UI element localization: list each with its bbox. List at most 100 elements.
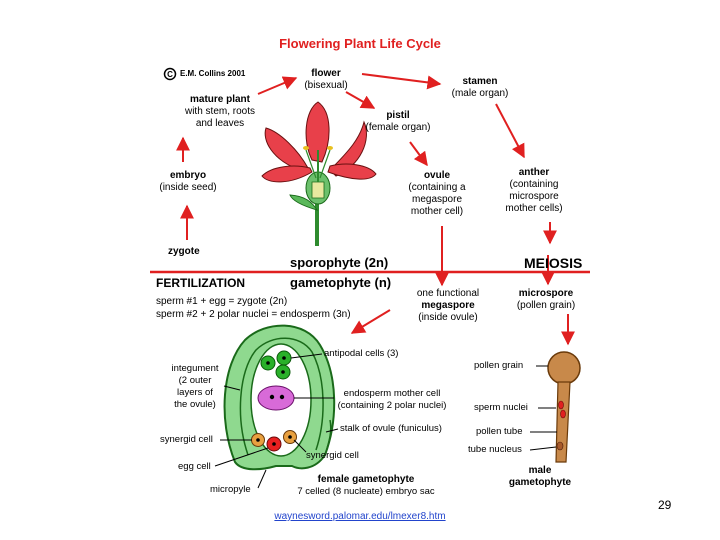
- pistil-detail: (female organ): [365, 122, 431, 133]
- anther-line2: (containing: [509, 179, 559, 190]
- arrow-megaspore-to-female: [350, 309, 391, 334]
- petal-back-left: [264, 127, 309, 171]
- pollen-tube-shape: [555, 381, 571, 463]
- label-antipodal: antipodal cells (3): [324, 348, 399, 359]
- ovule-line2: (containing a: [408, 182, 466, 193]
- pistil-label: pistil: [386, 110, 410, 121]
- leaf-left: [289, 194, 319, 211]
- sporophyte-label: sporophyte (2n): [290, 255, 389, 270]
- arrow-mature-to-flower: [257, 76, 298, 95]
- stamen-label: stamen: [462, 76, 498, 87]
- petal-front-left: [261, 165, 313, 183]
- node-stamen: stamen (male organ): [440, 76, 520, 100]
- endosperm-mother-cell: [257, 385, 295, 411]
- label-synergid-left: synergid cell: [160, 434, 213, 445]
- meiosis-label: MEIOSIS: [524, 255, 583, 271]
- sperm-nucleus: [558, 400, 564, 410]
- petal-top: [305, 101, 330, 163]
- label-pollen-tube: pollen tube: [476, 426, 523, 437]
- ovule-label: ovule: [423, 170, 451, 181]
- stamen-detail: (male organ): [451, 88, 509, 99]
- male-gametophyte-illustration: [547, 351, 581, 463]
- anther-line4: mother cells): [505, 203, 563, 214]
- label-integument: integument (2 outer layers of the ovule): [160, 363, 230, 411]
- female-gametophyte-caption: female gametophyte 7 celled (8 nucleate)…: [268, 474, 464, 498]
- anther-label: anther: [518, 167, 550, 178]
- petal-front-right: [327, 163, 377, 180]
- stamen-filament: [305, 149, 317, 179]
- integument-line4: the ovule): [174, 399, 216, 410]
- arrow-pistil-to-ovule: [409, 141, 428, 167]
- nucleus: [256, 438, 260, 442]
- nucleus: [282, 356, 286, 360]
- node-zygote: zygote: [168, 246, 200, 257]
- integument-line3: layers of: [177, 387, 213, 398]
- copyright-text: E.M. Collins 2001: [180, 69, 246, 78]
- female-gametophyte-title: female gametophyte: [317, 474, 415, 485]
- fertilization-equation-2: sperm #2 + 2 polar nuclei = endosperm (3…: [156, 309, 351, 320]
- male-gametophyte-title-1: male: [528, 465, 552, 476]
- megaspore-label: megaspore: [421, 300, 475, 311]
- source-link[interactable]: waynesword.palomar.edu/lmexer8.htm: [274, 511, 446, 522]
- funiculus: [324, 419, 332, 456]
- label-synergid-right: synergid cell: [306, 450, 359, 461]
- page-title: Flowering Plant Life Cycle: [279, 36, 441, 51]
- label-egg: egg cell: [178, 461, 211, 472]
- fertilization-label: FERTILIZATION: [156, 276, 246, 290]
- node-anther: anther (containing microspore mother cel…: [494, 167, 574, 215]
- anther-dot: [303, 146, 309, 150]
- mature-plant-line2: with stem, roots: [184, 106, 256, 117]
- microspore-detail: (pollen grain): [516, 300, 576, 311]
- embryo-label: embryo: [169, 170, 207, 181]
- node-ovule: ovule (containing a megaspore mother cel…: [398, 170, 476, 218]
- label-sperm-nuclei: sperm nuclei: [474, 402, 528, 413]
- node-embryo: embryo (inside seed): [150, 170, 226, 194]
- nucleus: [272, 442, 276, 446]
- integument-line2: (2 outer: [178, 375, 212, 386]
- stamen-filament: [319, 149, 331, 179]
- integument-line1: integument: [171, 363, 219, 374]
- label-pollen-grain: pollen grain: [474, 360, 524, 371]
- endosperm-line2: (containing 2 polar nuclei): [337, 400, 447, 411]
- arrow-stamen-to-anther: [495, 103, 525, 159]
- label-endosperm: endosperm mother cell (containing 2 pola…: [330, 388, 454, 412]
- fertilization-equation-1: sperm #1 + egg = zygote (2n): [156, 296, 288, 307]
- female-leader-lines: [214, 353, 339, 489]
- node-megaspore: one functional megaspore (inside ovule): [406, 288, 490, 324]
- sperm-nucleus: [560, 409, 566, 419]
- nucleus: [281, 370, 285, 374]
- flower-label: flower: [311, 68, 341, 79]
- microspore-label: microspore: [518, 288, 574, 299]
- endosperm-line1: endosperm mother cell: [343, 388, 441, 399]
- copyright-letter: C: [167, 70, 173, 79]
- integument-inner: [239, 337, 324, 456]
- ovule-line4: mother cell): [410, 206, 464, 217]
- male-leader-lines: [529, 365, 557, 451]
- arrow-flower-to-pistil: [345, 91, 376, 109]
- node-mature-plant: mature plant with stem, roots and leaves: [170, 94, 270, 130]
- nucleus: [266, 361, 270, 365]
- polar-nucleus: [279, 394, 285, 400]
- anther-line3: microspore: [509, 191, 559, 202]
- female-gametophyte-illustration: [223, 324, 336, 471]
- anther-dot: [327, 146, 333, 150]
- label-tube-nucleus: tube nucleus: [468, 444, 522, 455]
- node-flower: flower (bisexual): [296, 68, 356, 92]
- tube-nucleus: [556, 441, 564, 451]
- mature-plant-label: mature plant: [189, 94, 250, 105]
- male-gametophyte-title-2: gametophyte: [508, 477, 572, 488]
- page-number: 29: [658, 498, 672, 512]
- gametophyte-label: gametophyte (n): [290, 275, 392, 290]
- flower-illustration: [261, 101, 377, 246]
- megaspore-line1: one functional: [416, 288, 480, 299]
- node-pistil: pistil (female organ): [358, 110, 438, 134]
- female-gametophyte-subtitle: 7 celled (8 nucleate) embryo sac: [297, 486, 435, 497]
- megaspore-line3: (inside ovule): [418, 312, 478, 323]
- ovule-line3: megaspore: [411, 194, 463, 205]
- nucleus: [288, 435, 292, 439]
- arrow-flower-to-stamen: [361, 73, 442, 90]
- label-micropyle: micropyle: [210, 484, 251, 495]
- copyright-icon: [163, 67, 177, 81]
- polar-nucleus: [269, 394, 275, 400]
